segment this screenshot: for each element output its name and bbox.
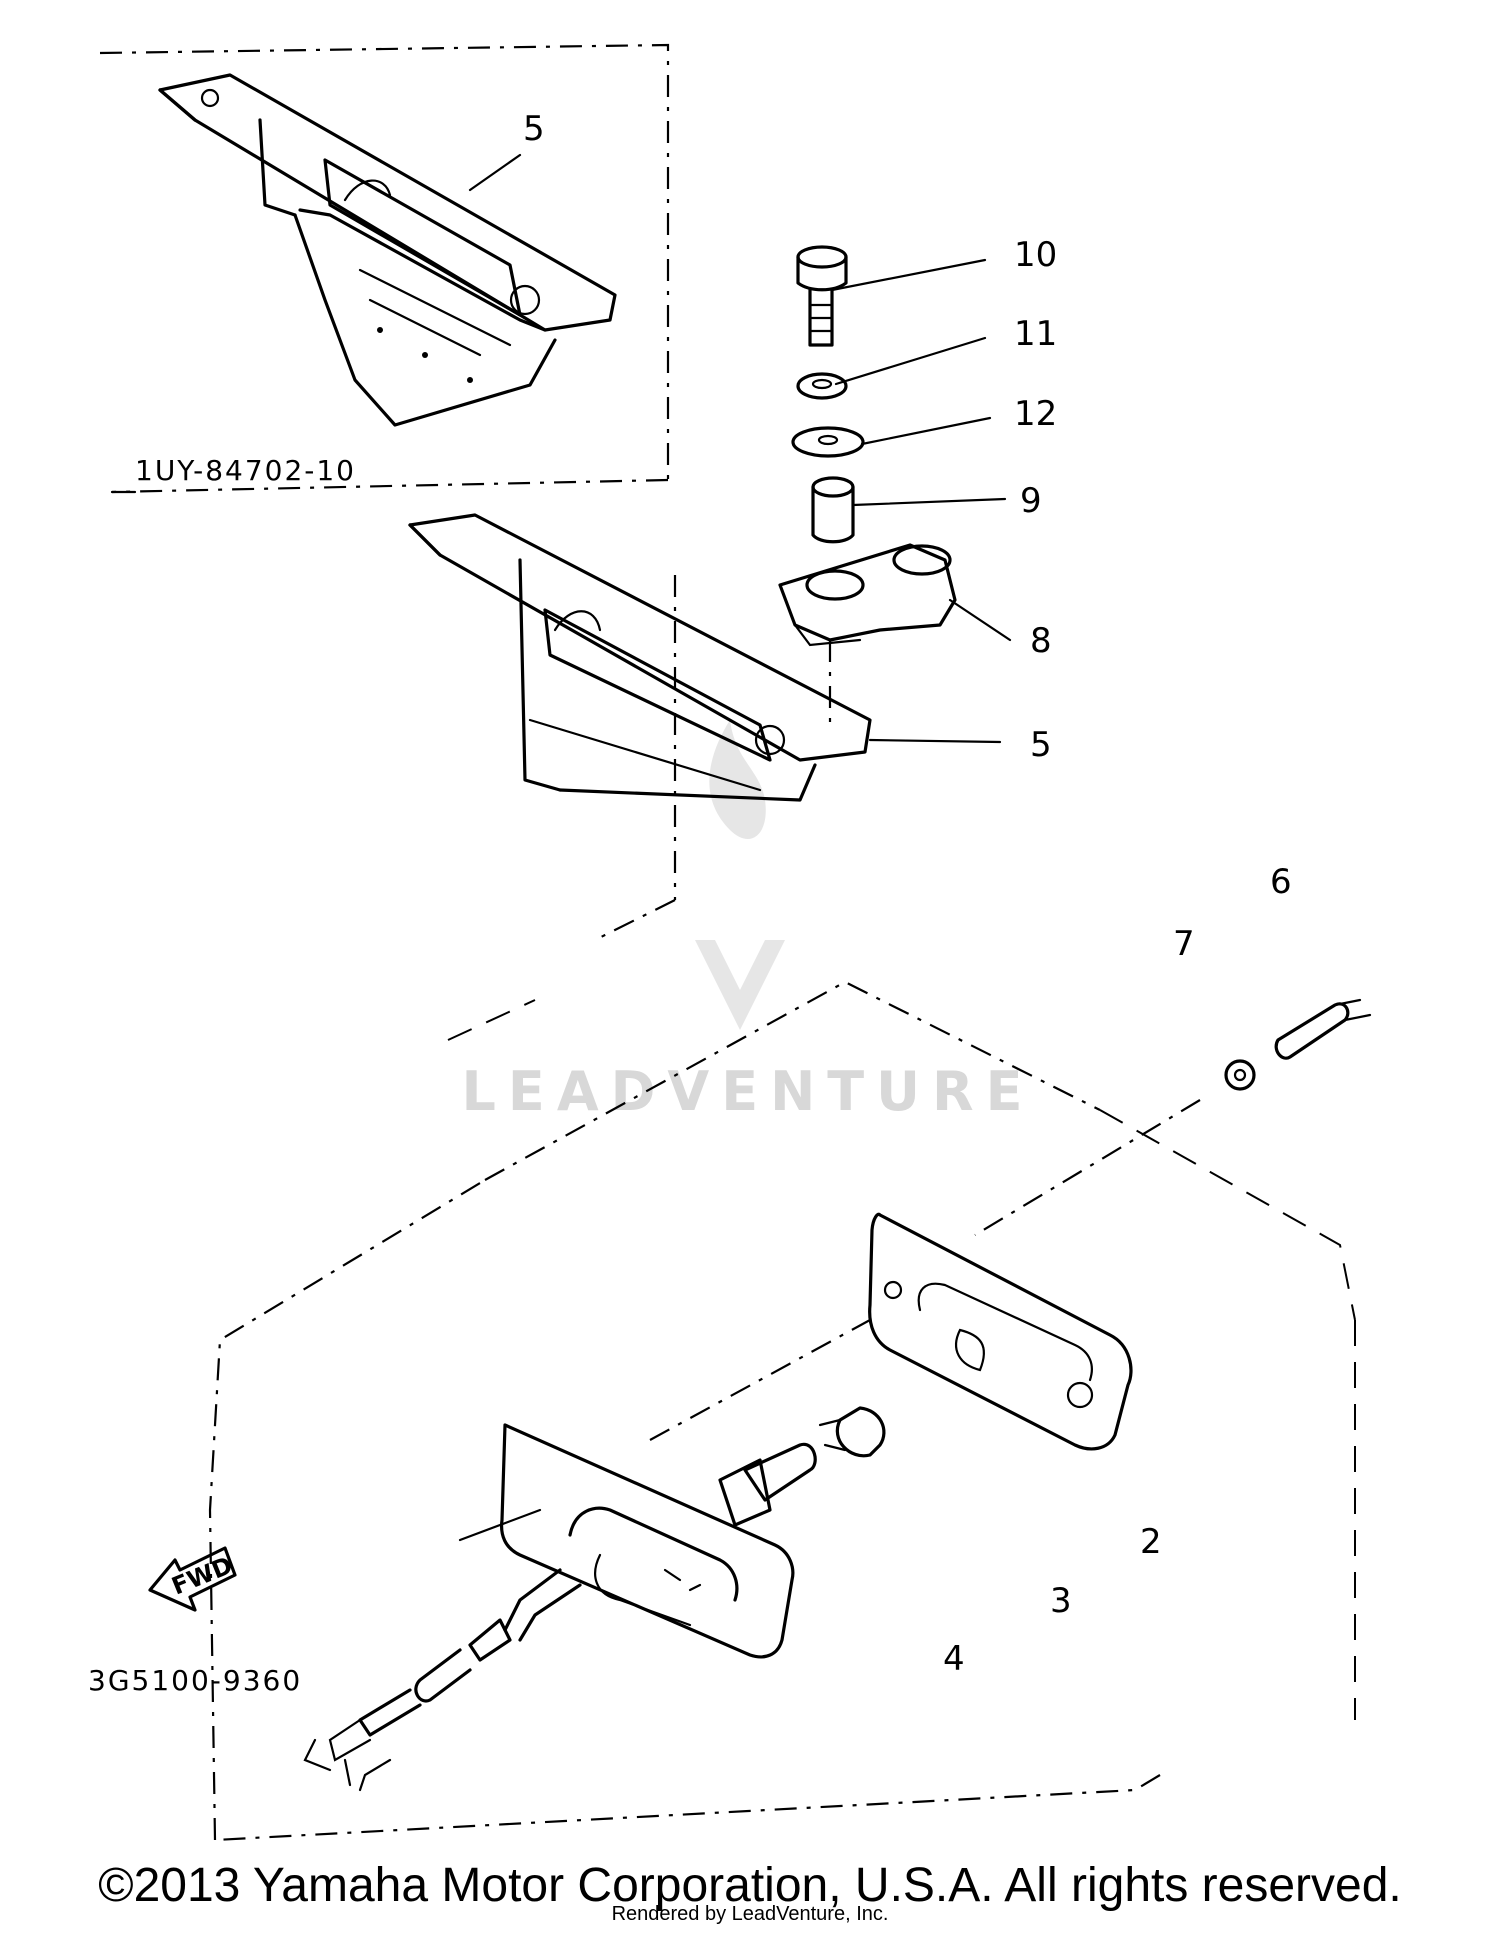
part-code-bracket-kit: 1UY-84702-10 [135,454,356,487]
callout-11: 11 [1014,314,1057,354]
screw-6-drawing [1274,998,1372,1060]
callout-6: 6 [1270,862,1292,902]
socket-3-drawing [718,1442,817,1527]
callout-8: 8 [1030,621,1052,661]
flame-logo-icon [695,720,785,1030]
nut-7-drawing [1224,1059,1256,1091]
lock-washer-11-drawing [796,372,848,400]
bracket-top-drawing [158,73,617,427]
callout-5-top: 5 [523,109,545,149]
wire-harness-drawing [303,1568,582,1792]
screw-axis-line [974,1099,1201,1236]
assembly-lines-upper [447,575,832,1041]
fwd-arrow: FWD [148,1546,237,1612]
collar-9-drawing [811,476,855,544]
rendered-by-notice: Rendered by LeadVenture, Inc. [611,1903,889,1925]
watermark-text: LEADVENTURE [462,1060,1035,1123]
bolt-10-drawing [796,245,848,347]
callout-12: 12 [1014,394,1057,434]
callout-5-mid: 5 [1030,725,1052,765]
part-code-lamp-assembly: 3G5100-9360 [88,1664,302,1697]
bracket-mid-drawing [408,513,872,802]
callout-4: 4 [943,1639,965,1679]
callout-9: 9 [1020,481,1042,521]
callout-3: 3 [1050,1581,1072,1621]
callout-10: 10 [1014,235,1057,275]
inset-frame [99,43,670,494]
lamp-housing-4-drawing [458,1423,795,1659]
leadventure-watermark: LEADVENTURE [462,720,1035,1123]
stay-8-drawing [778,543,957,647]
leader-lines [468,153,1012,744]
lens-axis-line [649,1319,871,1441]
lamp-lens-drawing [868,1212,1133,1451]
copyright-notice: ©2013 Yamaha Motor Corporation, U.S.A. A… [98,1859,1402,1912]
callout-2: 2 [1140,1522,1162,1562]
bulb-2-drawing [818,1406,886,1458]
callout-labels: 5 10 11 12 9 8 5 6 7 2 3 4 [523,109,1292,1679]
lamp-group-frame [208,980,1356,1842]
washer-12-drawing [791,426,865,458]
callout-7: 7 [1173,924,1195,964]
